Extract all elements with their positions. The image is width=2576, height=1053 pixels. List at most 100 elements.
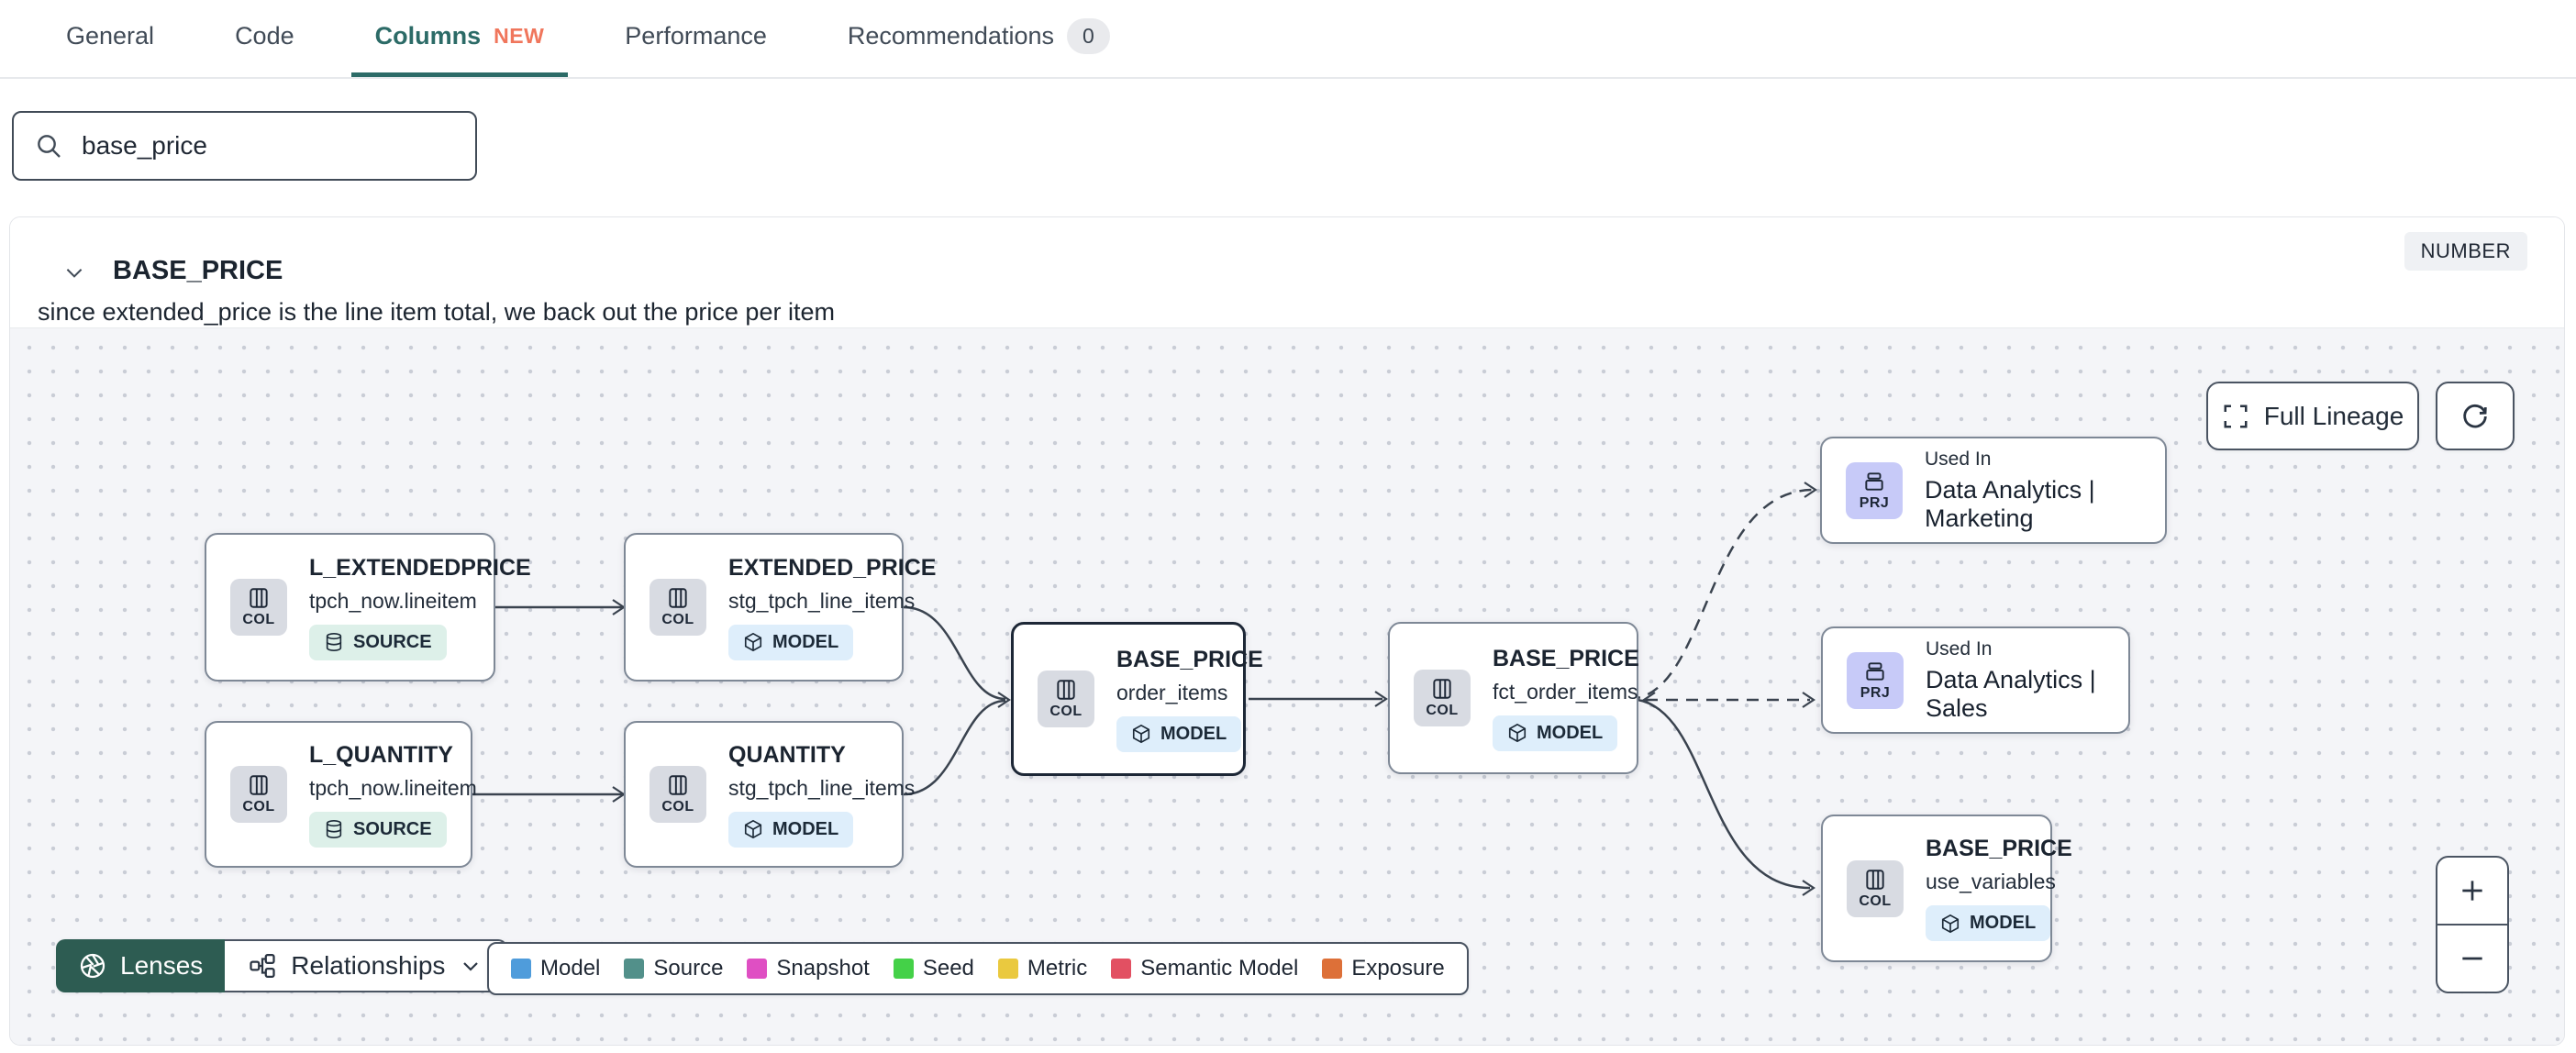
full-lineage-button[interactable]: Full Lineage — [2206, 382, 2419, 450]
node-subtitle: order_items — [1116, 680, 1228, 704]
metric-swatch — [997, 959, 1018, 979]
relationships-dropdown[interactable]: Relationships — [225, 939, 508, 992]
source-badge: SOURCE — [309, 811, 447, 848]
collapse-button[interactable] — [58, 256, 91, 289]
tab-general[interactable]: General — [42, 0, 178, 77]
seed-swatch — [893, 959, 914, 979]
snapshot-swatch — [747, 959, 768, 979]
zoom-in-button[interactable] — [2437, 858, 2507, 926]
kind-label: SOURCE — [353, 631, 432, 652]
tab-bar: General Code Columns NEW Performance Rec… — [0, 0, 2576, 79]
columns-icon — [669, 775, 687, 795]
tile-label: PRJ — [1860, 684, 1891, 701]
columns-icon — [1433, 679, 1451, 699]
refresh-button[interactable] — [2436, 382, 2515, 450]
legend-label: Semantic Model — [1140, 956, 1299, 981]
legend-label: Source — [653, 956, 724, 981]
tab-label: Recommendations — [847, 22, 1054, 50]
node-title: Data Analytics | Marketing — [1925, 475, 2095, 532]
lineage-node-extended-price[interactable]: COL EXTENDED_PRICE stg_tpch_line_items M… — [624, 533, 936, 682]
zoom-out-button[interactable] — [2437, 926, 2507, 992]
node-title: Data Analytics | Sales — [1926, 665, 2096, 722]
lineage-edges — [472, 482, 1817, 896]
legend-label: Metric — [1027, 956, 1088, 981]
columns-icon — [1057, 680, 1075, 700]
project-tile: PRJ — [1847, 651, 1904, 709]
lineage-node-base-price-fct-order-items[interactable]: COL BASE_PRICE fct_order_items MODEL — [1388, 622, 1639, 774]
model-badge: MODEL — [1116, 715, 1242, 752]
model-badge: MODEL — [728, 811, 854, 848]
chevron-down-icon — [66, 269, 83, 278]
legend-item-source: Source — [624, 956, 723, 981]
column-tile: COL — [1038, 671, 1094, 727]
expand-icon — [2224, 405, 2248, 427]
lineage-graph[interactable]: COL L_EXTENDEDPRICE tpch_now.lineitem SO… — [10, 327, 2564, 1045]
legend-label: Exposure — [1351, 956, 1445, 981]
lineage-node-l-extendedprice[interactable]: COL L_EXTENDEDPRICE tpch_now.lineitem SO… — [205, 533, 531, 682]
cube-icon — [1132, 724, 1150, 744]
lineage-node-quantity[interactable]: COL QUANTITY stg_tpch_line_items MODEL — [624, 721, 915, 868]
database-icon — [326, 820, 342, 838]
new-badge: NEW — [494, 24, 545, 48]
column-search[interactable] — [12, 111, 477, 181]
lineage-node-l-quantity[interactable]: COL L_QUANTITY tpch_now.lineitem SOURCE — [205, 721, 477, 868]
column-tile: COL — [650, 579, 706, 636]
exposure-swatch — [1322, 959, 1343, 979]
source-swatch — [624, 959, 645, 979]
node-subtitle: fct_order_items — [1493, 679, 1638, 704]
kind-label: MODEL — [772, 818, 839, 839]
column-tile: COL — [1414, 670, 1471, 726]
node-subtitle: tpch_now.lineitem — [309, 775, 477, 800]
tile-label: COL — [242, 612, 275, 627]
tile-label: COL — [661, 799, 694, 815]
used-in-label: Used In — [1926, 637, 1993, 660]
tile-label: COL — [661, 612, 694, 627]
lenses-label: Lenses — [120, 951, 204, 980]
tab-performance[interactable]: Performance — [601, 0, 791, 77]
archive-icon — [1866, 661, 1884, 681]
lineage-node-used-in-marketing[interactable]: PRJ Used In Data Analytics | Marketing — [1820, 437, 2167, 544]
column-tile: COL — [230, 579, 287, 636]
tab-code[interactable]: Code — [211, 0, 318, 77]
tile-label: COL — [1426, 703, 1459, 718]
node-subtitle: tpch_now.lineitem — [309, 588, 477, 613]
full-lineage-label: Full Lineage — [2263, 401, 2404, 430]
tab-columns[interactable]: Columns NEW — [350, 0, 569, 77]
column-tile: COL — [230, 766, 287, 823]
tab-label: Performance — [625, 22, 767, 50]
lineage-node-used-in-sales[interactable]: PRJ Used In Data Analytics | Sales — [1821, 626, 2130, 734]
node-subtitle: use_variables — [1926, 870, 2056, 893]
tile-label: COL — [1049, 704, 1083, 719]
lenses-button[interactable]: Lenses — [56, 939, 226, 992]
legend-item-snapshot: Snapshot — [747, 956, 870, 981]
semantic-model-swatch — [1111, 959, 1132, 979]
column-tile: COL — [1847, 859, 1904, 917]
cube-icon — [744, 632, 762, 652]
refresh-icon — [2463, 404, 2487, 427]
legend-item-exposure: Exposure — [1322, 956, 1445, 981]
lenses-toolbar: Lenses Relationships — [56, 939, 508, 992]
search-icon — [38, 135, 61, 158]
lineage-node-base-price-order-items[interactable]: COL BASE_PRICE order_items MODEL — [1011, 622, 1263, 776]
relationships-label: Relationships — [291, 951, 446, 980]
tab-label: General — [66, 22, 155, 50]
column-name: BASE_PRICE — [113, 256, 283, 285]
node-title: BASE_PRICE — [1493, 645, 1639, 671]
model-badge: MODEL — [728, 624, 854, 660]
search-input[interactable] — [82, 131, 455, 161]
archive-icon — [1865, 471, 1883, 491]
tab-label: Code — [235, 22, 294, 50]
tab-label: Columns — [374, 22, 482, 50]
node-title: QUANTITY — [728, 741, 846, 768]
node-title: L_QUANTITY — [309, 741, 453, 768]
lineage-node-base-price-use-variables[interactable]: COL BASE_PRICE use_variables MODEL — [1821, 815, 2072, 962]
cube-icon — [744, 819, 762, 839]
model-swatch — [511, 959, 531, 979]
columns-icon — [669, 588, 687, 608]
column-card: BASE_PRICE NUMBER since extended_price i… — [9, 216, 2565, 1046]
tab-recommendations[interactable]: Recommendations 0 — [824, 0, 1134, 77]
hierarchy-icon — [250, 954, 275, 978]
tile-label: COL — [1859, 892, 1892, 909]
chevron-down-icon — [463, 962, 479, 971]
tile-label: COL — [242, 799, 275, 815]
